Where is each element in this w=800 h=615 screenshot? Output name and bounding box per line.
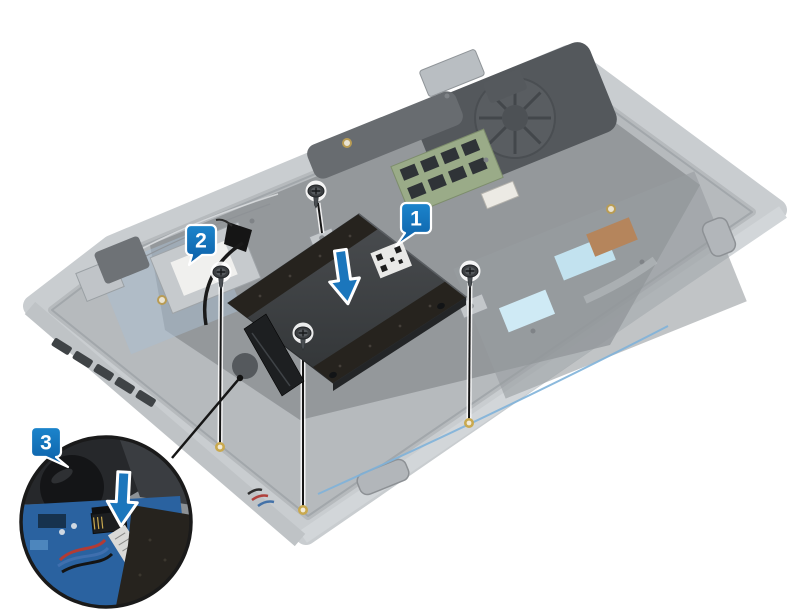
- screw-holes: [215, 418, 474, 515]
- place-hdd-arrow: [328, 247, 361, 306]
- hard-drive-assembly: [227, 213, 467, 397]
- coin-cell-holder: [232, 353, 258, 379]
- side-ports: [51, 338, 156, 407]
- front-antenna-wire: [317, 325, 669, 495]
- inset-wires: [57, 538, 114, 574]
- memory-module: [390, 128, 504, 216]
- hinge-bracket-top: [419, 49, 485, 97]
- hdd-foam-strip-bottom: [313, 281, 466, 383]
- callout-1: 1: [394, 201, 433, 248]
- connect-cable-arrow: [105, 470, 139, 528]
- copper-pad: [586, 217, 638, 257]
- heatsink-pipe: [307, 91, 463, 179]
- touchpad-cable-pad-2: [498, 289, 556, 333]
- callout-3: 3: [29, 425, 70, 469]
- hdd-foam-strip-top: [228, 214, 378, 318]
- hdd-qr-label: [370, 240, 413, 279]
- callout-2: 2: [184, 223, 218, 267]
- callout-3-label: 3: [40, 432, 52, 455]
- deck-smudge: [583, 256, 658, 304]
- hinge-left: [94, 236, 150, 284]
- hdd-connector-bracket: [243, 313, 305, 397]
- callout-2-label: 2: [195, 230, 207, 253]
- foam-texture: [258, 234, 432, 368]
- speaker-right: [701, 217, 737, 257]
- keyboard-deck: [453, 171, 747, 399]
- connector-detail-inset: [19, 435, 193, 609]
- inset-leader-dot: [236, 374, 244, 382]
- hdd-edge-screw-holes: [329, 302, 445, 379]
- hdd-edge-highlight: [358, 213, 467, 298]
- speaker-wires: [247, 488, 275, 508]
- chassis-screw-dots: [249, 93, 645, 334]
- inset-leader-line: [171, 374, 244, 459]
- hinge-top-dark: [483, 69, 527, 103]
- standoffs: [157, 138, 616, 305]
- callout-1-label: 1: [410, 208, 422, 231]
- hdd-side-face: [333, 297, 466, 391]
- battery-cable: [203, 218, 252, 326]
- battery-connector: [480, 180, 520, 210]
- chassis-left-wall: [24, 301, 306, 547]
- inset-ring: [19, 435, 193, 609]
- inset-pcb-components: [30, 514, 77, 550]
- screw-leader-lines: [217, 202, 473, 506]
